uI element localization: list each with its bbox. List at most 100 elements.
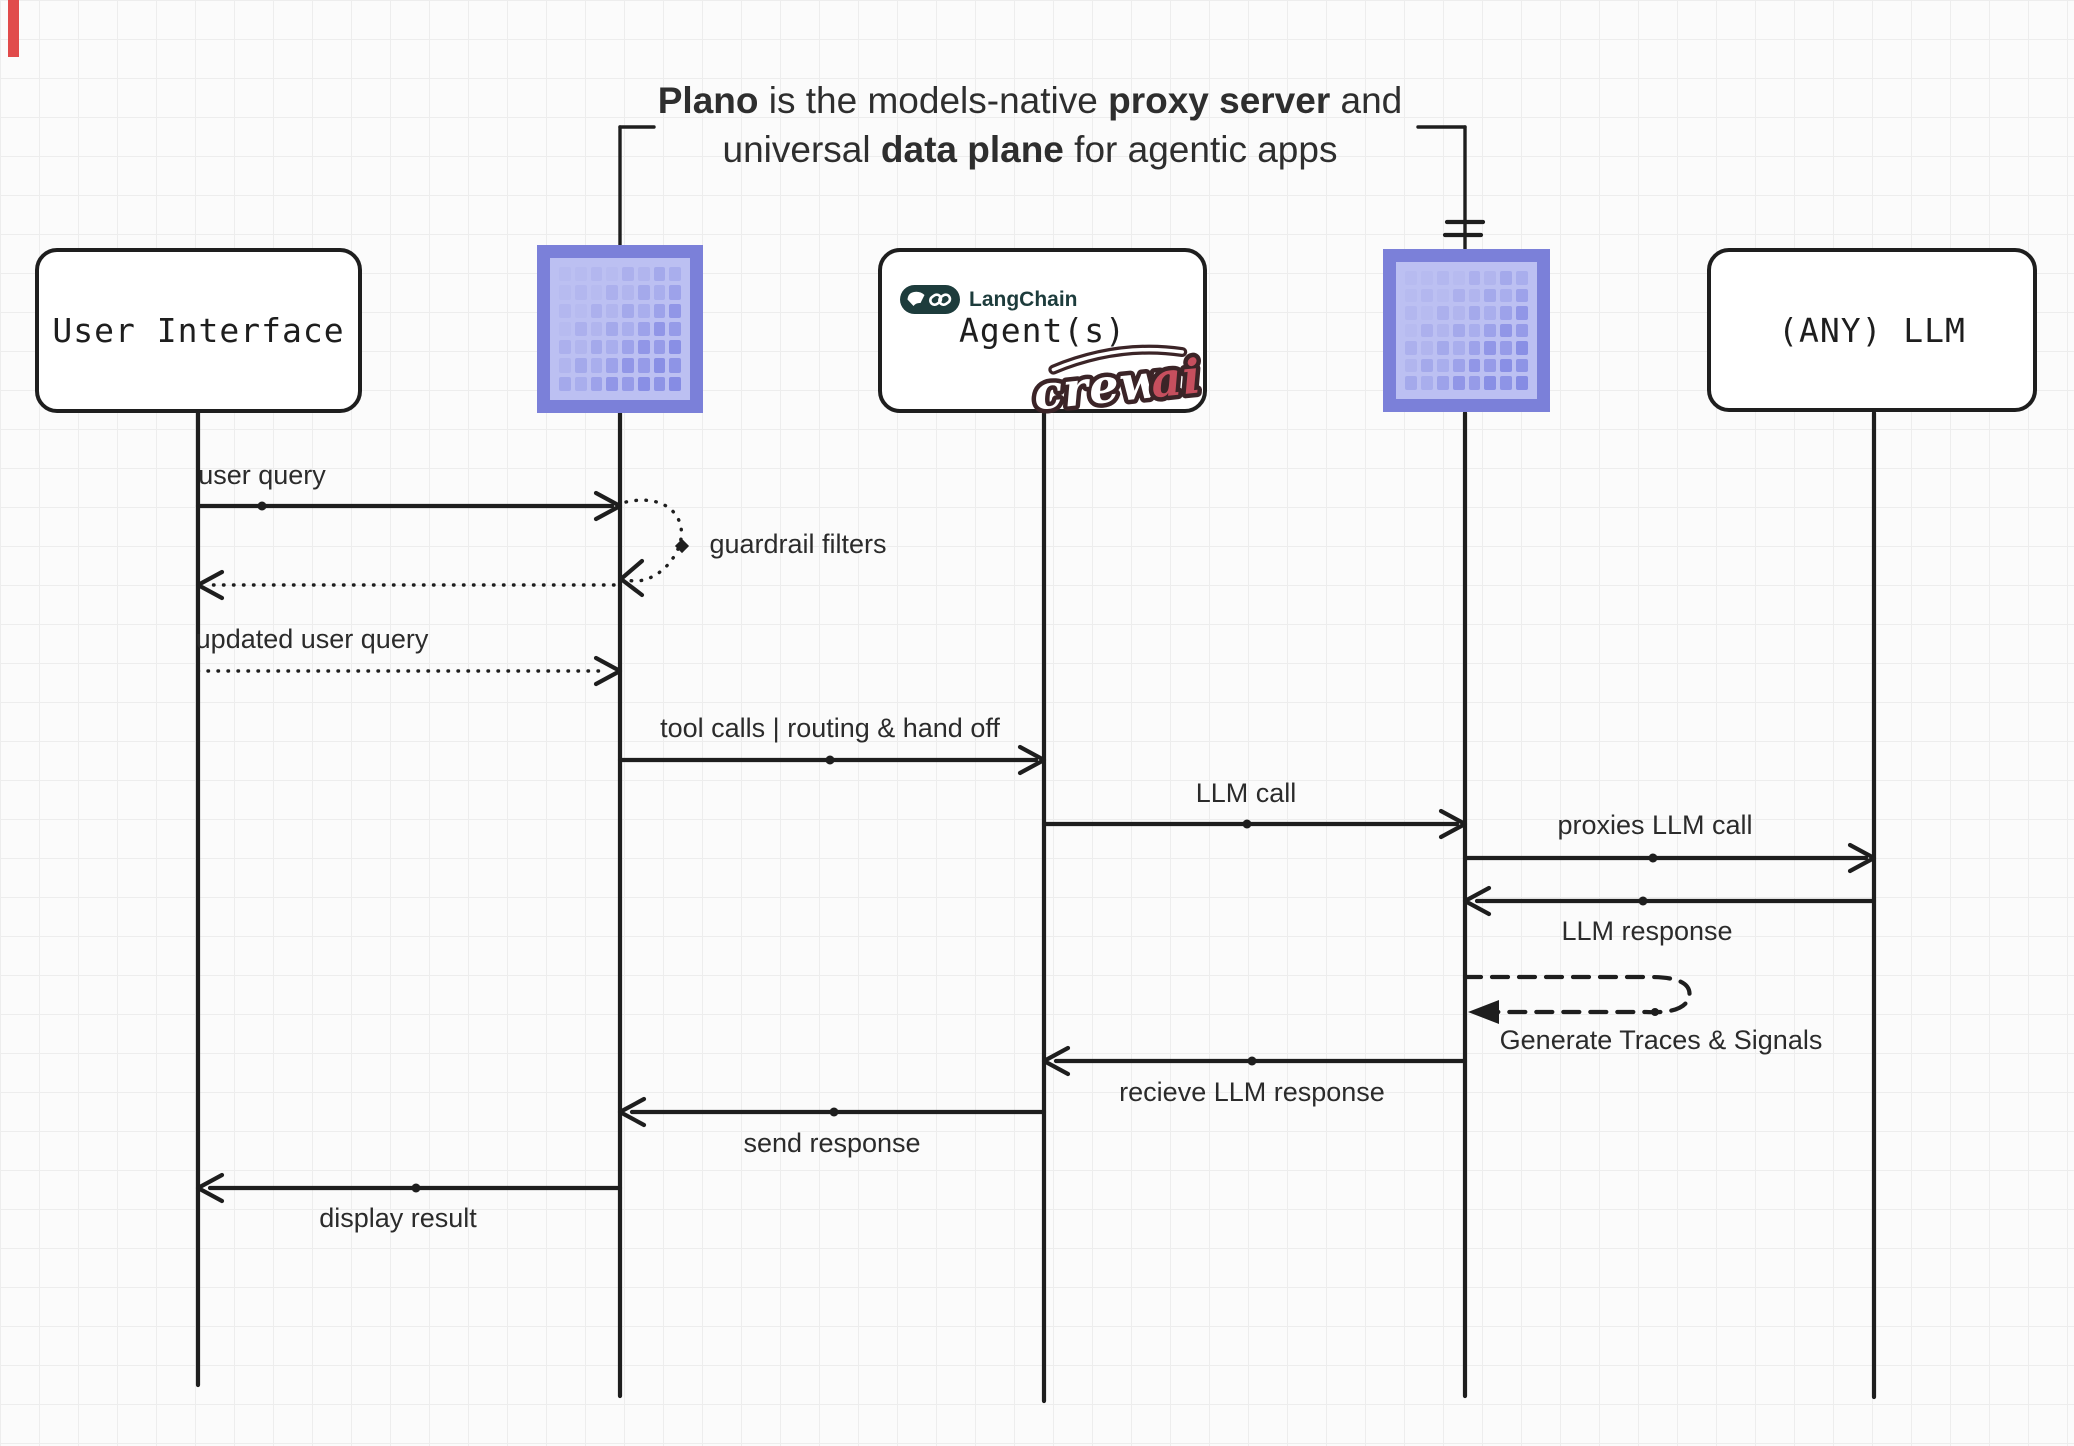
- arrowhead-user-query: [593, 490, 623, 522]
- logo-pixel: [622, 285, 634, 300]
- logo-pixel: [622, 267, 634, 282]
- logo-pixel: [1468, 341, 1481, 355]
- title-line-2: universal data plane for agentic apps: [722, 129, 1338, 170]
- arrow-dot: [1638, 896, 1648, 906]
- logo-pixel: [637, 321, 650, 337]
- logo-pixel: [653, 376, 666, 391]
- arrow-dot: [1247, 1056, 1257, 1066]
- plano-pixel-grid: [1396, 262, 1537, 399]
- label-llm-call: LLM call: [1195, 778, 1297, 808]
- logo-pixel: [1452, 341, 1465, 355]
- logo-pixel: [606, 376, 618, 391]
- parrot-glyph: [907, 291, 925, 306]
- title-line-1: Plano is the models-native proxy server …: [657, 80, 1403, 121]
- logo-pixel: [1500, 358, 1513, 373]
- logo-pixel: [1516, 376, 1528, 390]
- arrowhead-tool-calls: [1017, 744, 1047, 776]
- logo-pixel: [1405, 271, 1417, 285]
- crewai-ai-text: ai: [1148, 349, 1204, 409]
- label-recieve-llm-response: recieve LLM response: [1119, 1077, 1385, 1107]
- logo-pixel: [653, 285, 666, 300]
- logo-pixel: [637, 340, 650, 355]
- logo-pixel: [574, 285, 587, 300]
- label-proxies-llm-call: proxies LLM call: [1557, 810, 1753, 840]
- logo-pixel: [653, 340, 666, 355]
- actor-any-llm-label: (ANY) LLM: [1778, 310, 1966, 350]
- label-send-response: send response: [743, 1128, 921, 1158]
- logo-pixel: [1420, 358, 1433, 373]
- logo-pixel: [1436, 271, 1449, 285]
- actor-agents-label: Agent(s): [959, 311, 1126, 350]
- logo-pixel: [1500, 323, 1513, 338]
- logo-pixel: [1452, 376, 1465, 390]
- logo-pixel: [1405, 376, 1417, 390]
- logo-pixel: [1405, 341, 1417, 355]
- logo-pixel: [669, 303, 681, 318]
- logo-pixel: [1436, 376, 1449, 390]
- logo-pixel: [622, 303, 634, 318]
- logo-pixel: [622, 321, 634, 337]
- logo-pixel: [669, 285, 681, 300]
- arrowhead-send-response: [617, 1096, 647, 1128]
- logo-pixel: [1468, 323, 1481, 338]
- logo-pixel: [559, 321, 571, 337]
- logo-pixel: [622, 340, 634, 355]
- logo-pixel: [1516, 288, 1528, 303]
- logo-pixel: [559, 376, 571, 391]
- label-updated-user-query: updated user query: [195, 624, 429, 654]
- logo-pixel: [606, 267, 618, 282]
- logo-pixel: [1484, 341, 1497, 355]
- logo-pixel: [1420, 288, 1433, 303]
- actor-agents: LangChain Agent(s) crew ai: [878, 248, 1209, 426]
- langchain-icon: [900, 285, 960, 314]
- logo-pixel: [1468, 306, 1481, 320]
- actor-user-interface: User Interface: [35, 248, 362, 413]
- logo-pixel: [1436, 323, 1449, 338]
- label-generate-traces: Generate Traces & Signals: [1499, 1025, 1823, 1055]
- crewai-wordmark: crew ai: [1026, 344, 1209, 426]
- loop-generate-traces: [1462, 974, 1692, 1015]
- logo-pixel: [1405, 323, 1417, 338]
- logo-pixel: [606, 303, 618, 318]
- arrowhead-proxies-llm-call: [1847, 842, 1877, 874]
- logo-pixel: [574, 358, 587, 373]
- langchain-logo: LangChain: [900, 285, 1078, 314]
- logo-pixel: [1468, 288, 1481, 303]
- logo-pixel: [637, 303, 650, 318]
- arrowhead-updated-user-query: [593, 655, 623, 687]
- label-tool-calls: tool calls | routing & hand off: [660, 713, 1000, 743]
- logo-pixel: [559, 358, 571, 373]
- logo-pixel: [1468, 376, 1481, 390]
- arrowhead-recieve-llm-response: [1041, 1045, 1071, 1077]
- logo-pixel: [653, 267, 666, 282]
- loop-midpoint-diamond: [674, 538, 690, 554]
- logo-pixel: [653, 358, 666, 373]
- logo-pixel: [1500, 376, 1513, 390]
- logo-pixel: [637, 267, 650, 282]
- logo-pixel: [1500, 306, 1513, 320]
- arrowhead-llm-call: [1438, 808, 1468, 840]
- logo-pixel: [574, 376, 587, 391]
- actor-any-llm: (ANY) LLM: [1707, 248, 2037, 412]
- logo-pixel: [574, 267, 587, 282]
- logo-pixel: [1516, 358, 1528, 373]
- logo-pixel: [1452, 323, 1465, 338]
- logo-pixel: [574, 303, 587, 318]
- logo-pixel: [1420, 306, 1433, 320]
- logo-pixel: [590, 321, 603, 337]
- logo-pixel: [622, 358, 634, 373]
- crewai-logo: crew ai: [1023, 330, 1211, 434]
- arrow-dot: [1648, 853, 1658, 863]
- logo-pixel: [637, 285, 650, 300]
- logo-pixel: [1500, 271, 1513, 285]
- logo-pixel: [1436, 358, 1449, 373]
- logo-pixel: [606, 321, 618, 337]
- label-display-result: display result: [319, 1203, 477, 1233]
- arrow-dot: [1651, 1008, 1659, 1016]
- logo-pixel: [590, 376, 603, 391]
- logo-pixel: [1420, 271, 1433, 285]
- logo-pixel: [559, 285, 571, 300]
- loop-guardrail-filters: [623, 498, 683, 583]
- logo-pixel: [1484, 358, 1497, 373]
